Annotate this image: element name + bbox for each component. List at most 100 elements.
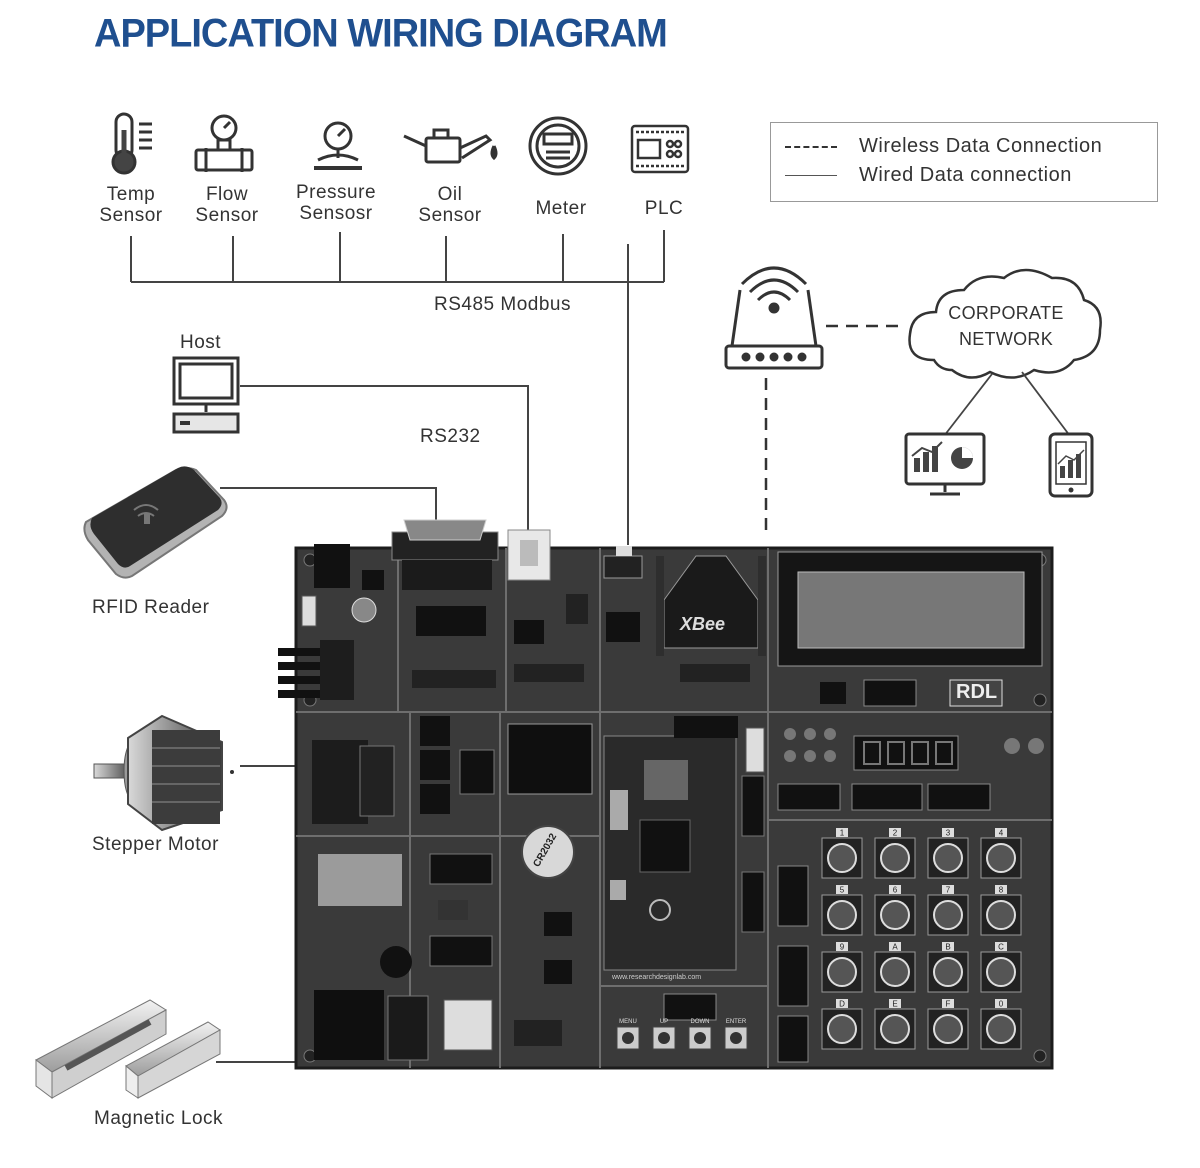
dashboard-monitor-icon [904,432,986,496]
board-button[interactable]: UP [652,1019,676,1050]
keypad-key-tag [889,942,901,951]
keypad-key-cap [933,843,963,873]
keypad-key[interactable]: 2 [874,828,916,879]
cloud-label-line: CORPORATE [948,303,1064,323]
keypad-key[interactable]: 9 [821,942,863,993]
keypad-key-cap [827,957,857,987]
board-button-cap [622,1032,634,1044]
dashed-line-icon [785,145,837,148]
keypad-key-label: 0 [999,1000,1004,1009]
keypad-key[interactable]: A [874,942,916,993]
board-button-label: UP [660,1019,668,1025]
keypad-key-label: 2 [893,829,898,838]
board-button-label: MENU [619,1019,637,1025]
board-button[interactable]: DOWN [688,1019,712,1050]
keypad-key[interactable]: D [821,999,863,1050]
keypad-key-label: 4 [999,829,1004,838]
rs485-bus [130,230,665,545]
development-board: 1 2 3 4 5 6 7 8 9 A B C D E F 0 MENU UP DOWN ENTER [278,519,1054,1070]
keypad-key[interactable]: 8 [980,885,1022,936]
sensor-label-plc: PLC [644,198,684,219]
keypad: 1 2 3 4 5 6 7 8 9 A B C D E F 0 [821,828,1022,1050]
keypad-key-label: 9 [840,943,845,952]
legend: Wireless Data Connection Wired Data conn… [770,122,1158,202]
stepper-label: Stepper Motor [92,834,219,855]
keypad-key-tag [942,999,954,1008]
page-title: APPLICATION WIRING DIAGRAM [94,12,668,57]
keypad-key[interactable]: F [927,999,969,1050]
keypad-key-tag [995,885,1007,894]
keypad-key[interactable]: 6 [874,885,916,936]
keypad-key-cap [880,1014,910,1044]
keypad-key-tag [836,885,848,894]
sensor-label-line: Sensor [195,205,259,226]
mobile-dashboard-icon [1048,432,1094,498]
keypad-key-tag [889,828,901,837]
keypad-key[interactable]: 0 [980,999,1022,1050]
keypad-key-label: 1 [840,829,845,838]
keypad-key-tag [836,942,848,951]
keypad-key[interactable]: 5 [821,885,863,936]
keypad-key-tag [995,828,1007,837]
flow-meter-icon [194,114,254,172]
rdl-logo: RDL [956,681,998,703]
keypad-key-label: 6 [893,886,898,895]
keypad-key-label: A [892,943,898,952]
sensor-label-line: Temp [106,184,156,205]
keypad-key-label: D [839,1000,845,1009]
keypad-key-cap [986,957,1016,987]
xbee-label: XBee [680,614,726,634]
keypad-key-cap [827,1014,857,1044]
sensor-label-oil: Oil Sensor [402,184,498,226]
keypad-key[interactable]: B [927,942,969,993]
board-button-label: DOWN [691,1019,710,1025]
keypad-key-cap [933,957,963,987]
solid-line-icon [785,175,837,177]
rs485-label: RS485 Modbus [434,294,571,315]
keypad-key[interactable]: 3 [927,828,969,879]
pi-url-label: www.researchdesignlab.com [612,974,702,981]
keypad-key[interactable]: C [980,942,1022,993]
sensor-label-line: Oil [437,184,463,205]
keypad-key-label: C [998,943,1004,952]
lcd-display [777,551,1043,667]
keypad-key[interactable]: 1 [821,828,863,879]
board-button-cap [658,1032,670,1044]
board-button[interactable]: ENTER [724,1019,748,1050]
raspberry-pi-module [603,735,737,971]
keypad-key-cap [880,957,910,987]
rfid-reader-icon [83,466,228,579]
sensor-label-flow: Flow Sensor [180,184,274,226]
keypad-key-cap [827,843,857,873]
legend-wireless-label: Wireless Data Connection [859,135,1103,157]
sensor-label-meter: Meter [535,198,587,219]
sensor-label-line: Sensor [99,205,163,226]
keypad-key-tag [942,885,954,894]
keypad-key-label: E [892,1000,897,1009]
keypad-key-cap [880,900,910,930]
keypad-key-cap [827,900,857,930]
keypad-key-tag [995,942,1007,951]
wifi-router-icon [724,266,824,370]
board-button[interactable]: MENU [616,1019,640,1050]
keypad-key-cap [880,843,910,873]
lock-label: Magnetic Lock [94,1108,224,1129]
rs232-wire [240,385,529,534]
thermometer-icon [111,112,152,175]
rfid-label: RFID Reader [92,597,210,618]
keypad-key[interactable]: 7 [927,885,969,936]
board-button-cap [730,1032,742,1044]
keypad-key[interactable]: E [874,999,916,1050]
keypad-key-tag [942,828,954,837]
keypad-key-label: F [946,1000,951,1009]
board-button-cap [694,1032,706,1044]
sensor-label-line: Flow [205,184,249,205]
keypad-key-label: 7 [946,886,951,895]
menu-button-group: MENU UP DOWN ENTER [616,1019,748,1050]
keypad-key[interactable]: 4 [980,828,1022,879]
keypad-key-tag [889,885,901,894]
magnetic-lock-icon [35,999,221,1099]
cloud-links [943,371,1071,437]
keypad-key-label: 8 [999,886,1004,895]
